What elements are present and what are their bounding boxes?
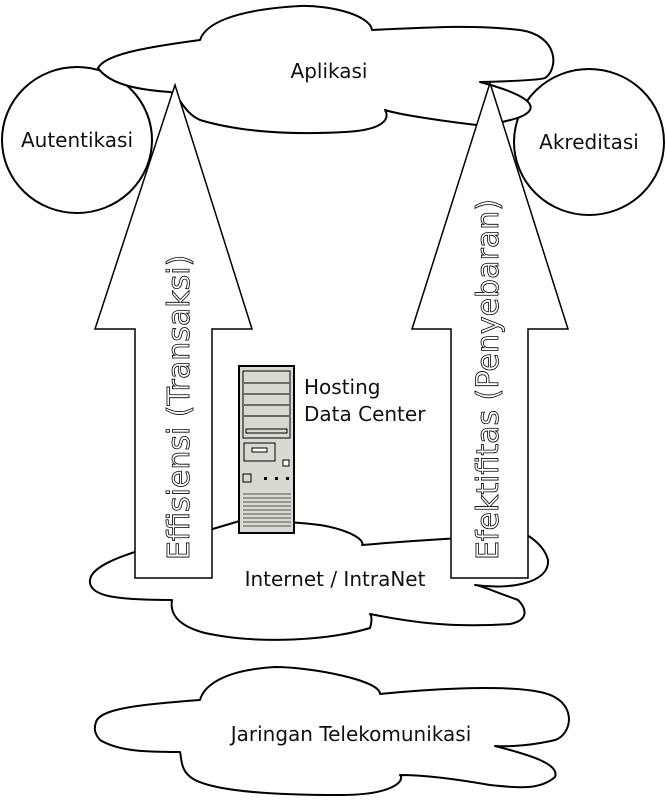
server-tower-icon bbox=[238, 365, 295, 534]
cloud-telekom: Jaringan Telekomunikasi bbox=[93, 666, 570, 796]
cloud-internet-label: Internet / IntraNet bbox=[245, 567, 426, 591]
server-label-hosting: Hosting bbox=[304, 375, 380, 399]
circle-autentikasi: Autentikasi bbox=[1, 66, 153, 214]
cloud-aplikasi-label: Aplikasi bbox=[291, 59, 368, 83]
server-label-datacenter: Data Center bbox=[304, 402, 426, 426]
arrow-efektifitas-label: Efektifitas (Penyebaran) bbox=[471, 199, 506, 560]
cloud-telekom-label: Jaringan Telekomunikasi bbox=[229, 722, 472, 746]
cloud-aplikasi: Aplikasi bbox=[97, 4, 555, 135]
circle-akreditasi-label: Akreditasi bbox=[539, 130, 639, 154]
circle-akreditasi: Akreditasi bbox=[513, 68, 665, 216]
arrow-efisiensi: Effisiensi (Transaksi) bbox=[93, 82, 254, 579]
arrow-efektifitas: Efektifitas (Penyebaran) bbox=[410, 80, 570, 579]
circle-autentikasi-label: Autentikasi bbox=[21, 128, 133, 152]
arrow-efisiensi-label: Effisiensi (Transaksi) bbox=[162, 255, 197, 560]
